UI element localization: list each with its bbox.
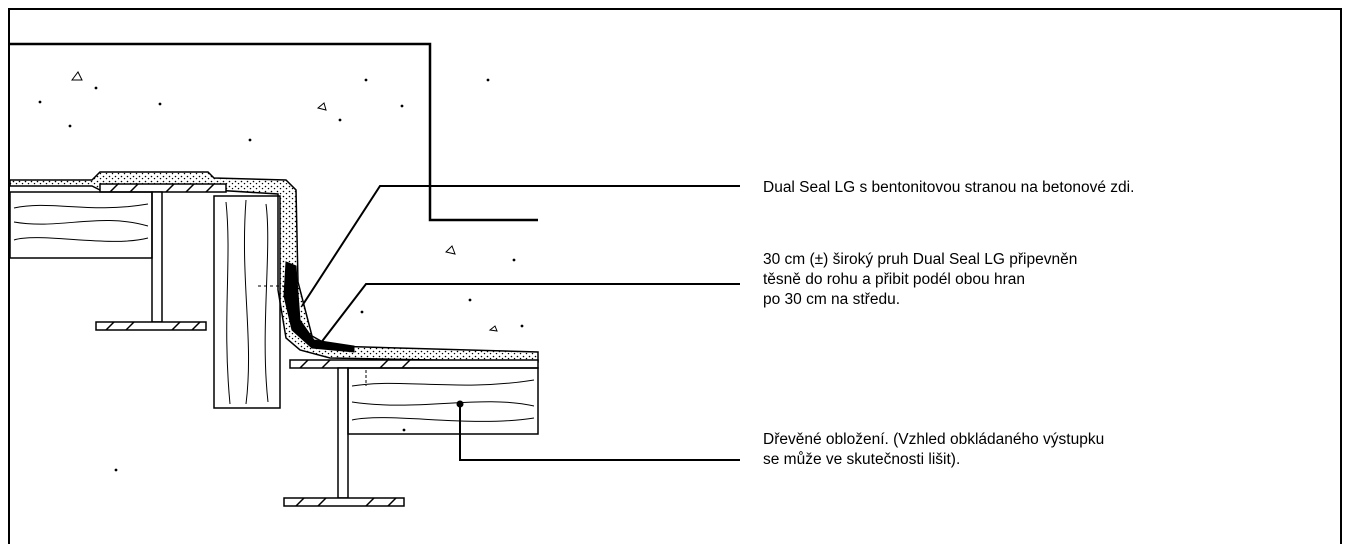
upper-steel-beam <box>95 183 227 331</box>
callout-line: těsně do rohu a přibit podél obou hran <box>763 271 1025 288</box>
callout-line: Dřevěné obložení. (Vzhled obkládaného vý… <box>763 431 1105 448</box>
corner-strip-callout: 30 cm (±) široký pruh Dual Seal LG připe… <box>763 250 1077 310</box>
lagging-leader-dot <box>456 400 464 408</box>
callout-line: Dual Seal LG s bentonitovou stranou na b… <box>763 179 1135 196</box>
concrete-aggregate-marks <box>38 71 524 472</box>
lower-wood-lagging <box>347 367 539 435</box>
corner-strip <box>283 261 355 353</box>
wood-lagging-callout: Dřevěné obložení. (Vzhled obkládaného vý… <box>763 430 1104 470</box>
concrete-wall-outline <box>10 42 538 222</box>
leader-lines <box>258 185 740 461</box>
callout-line: 30 cm (±) široký pruh Dual Seal LG připe… <box>763 251 1078 268</box>
membrane-callout: Dual Seal LG s bentonitovou stranou na b… <box>763 178 1134 198</box>
callout-line: po 30 cm na středu. <box>763 291 900 308</box>
vertical-wood-post <box>213 195 281 409</box>
upper-wood-lagging <box>9 191 153 259</box>
drawing-frame <box>8 8 1342 544</box>
callout-line: se může ve skutečnosti lišit). <box>763 451 961 468</box>
lower-steel-beam <box>283 359 539 507</box>
upper-membrane-layer <box>9 171 539 363</box>
